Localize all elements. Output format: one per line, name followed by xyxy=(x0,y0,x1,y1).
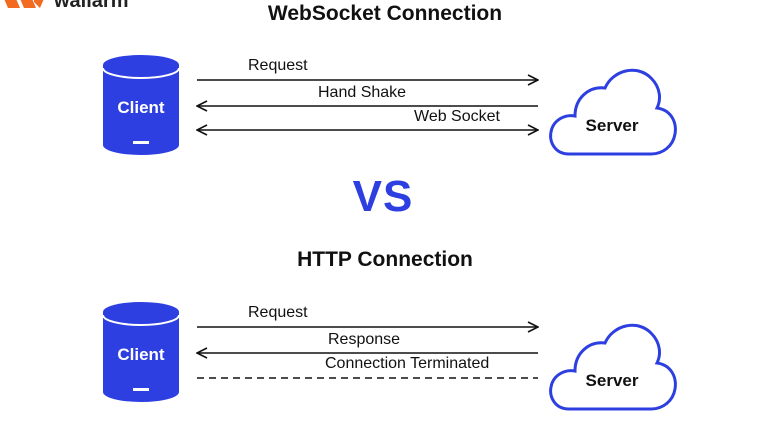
ws-server-cloud: Server xyxy=(547,58,677,168)
database-icon xyxy=(102,55,180,155)
http-request-label: Request xyxy=(248,304,308,321)
http-response-label: Response xyxy=(328,331,401,348)
cloud-icon xyxy=(549,323,677,411)
wallarm-logo-text: wallarm xyxy=(54,0,129,12)
http-server-label: Server xyxy=(585,371,639,390)
connection-arrows xyxy=(0,0,770,379)
http-client-database: Client xyxy=(102,302,180,402)
database-icon xyxy=(102,302,180,402)
wallarm-logo-icon xyxy=(4,0,44,8)
http-title: HTTP Connection xyxy=(297,248,473,271)
http-server-cloud: Server xyxy=(547,313,677,423)
ws-client-label: Client xyxy=(117,98,165,117)
wallarm-logo: wallarm xyxy=(0,0,128,16)
ws-handshake-label: Hand Shake xyxy=(318,84,407,101)
http-terminated-label: Connection Terminated xyxy=(325,355,490,372)
websocket-title: WebSocket Connection xyxy=(267,2,503,25)
ws-client-database: Client xyxy=(102,55,180,155)
vs-text: VS xyxy=(352,172,414,221)
ws-server-label: Server xyxy=(585,116,639,135)
http-client-label: Client xyxy=(117,345,165,364)
ws-request-label: Request xyxy=(248,57,308,74)
cloud-icon xyxy=(549,68,677,156)
ws-websocket-label: Web Socket xyxy=(414,108,500,125)
